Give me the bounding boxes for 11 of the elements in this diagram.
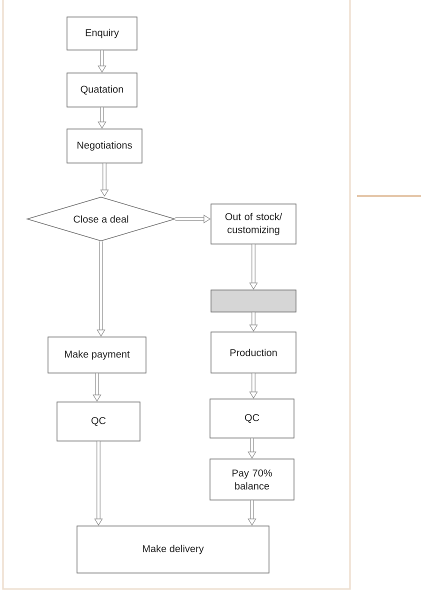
process-box: Make delivery (76, 526, 270, 574)
process-box: Enquiry (66, 16, 138, 50)
process-box: Out of stock/ customizing (210, 204, 296, 244)
process-box: Make payment (48, 336, 146, 374)
process-box: Pay 70% balance (210, 458, 294, 500)
process-box: QC (210, 398, 294, 438)
process-box: Production (210, 332, 296, 374)
empty-box (210, 290, 296, 312)
process-box: Negotiations (66, 128, 142, 164)
process-box: QC (56, 402, 140, 442)
process-box: Quatation (66, 72, 138, 108)
